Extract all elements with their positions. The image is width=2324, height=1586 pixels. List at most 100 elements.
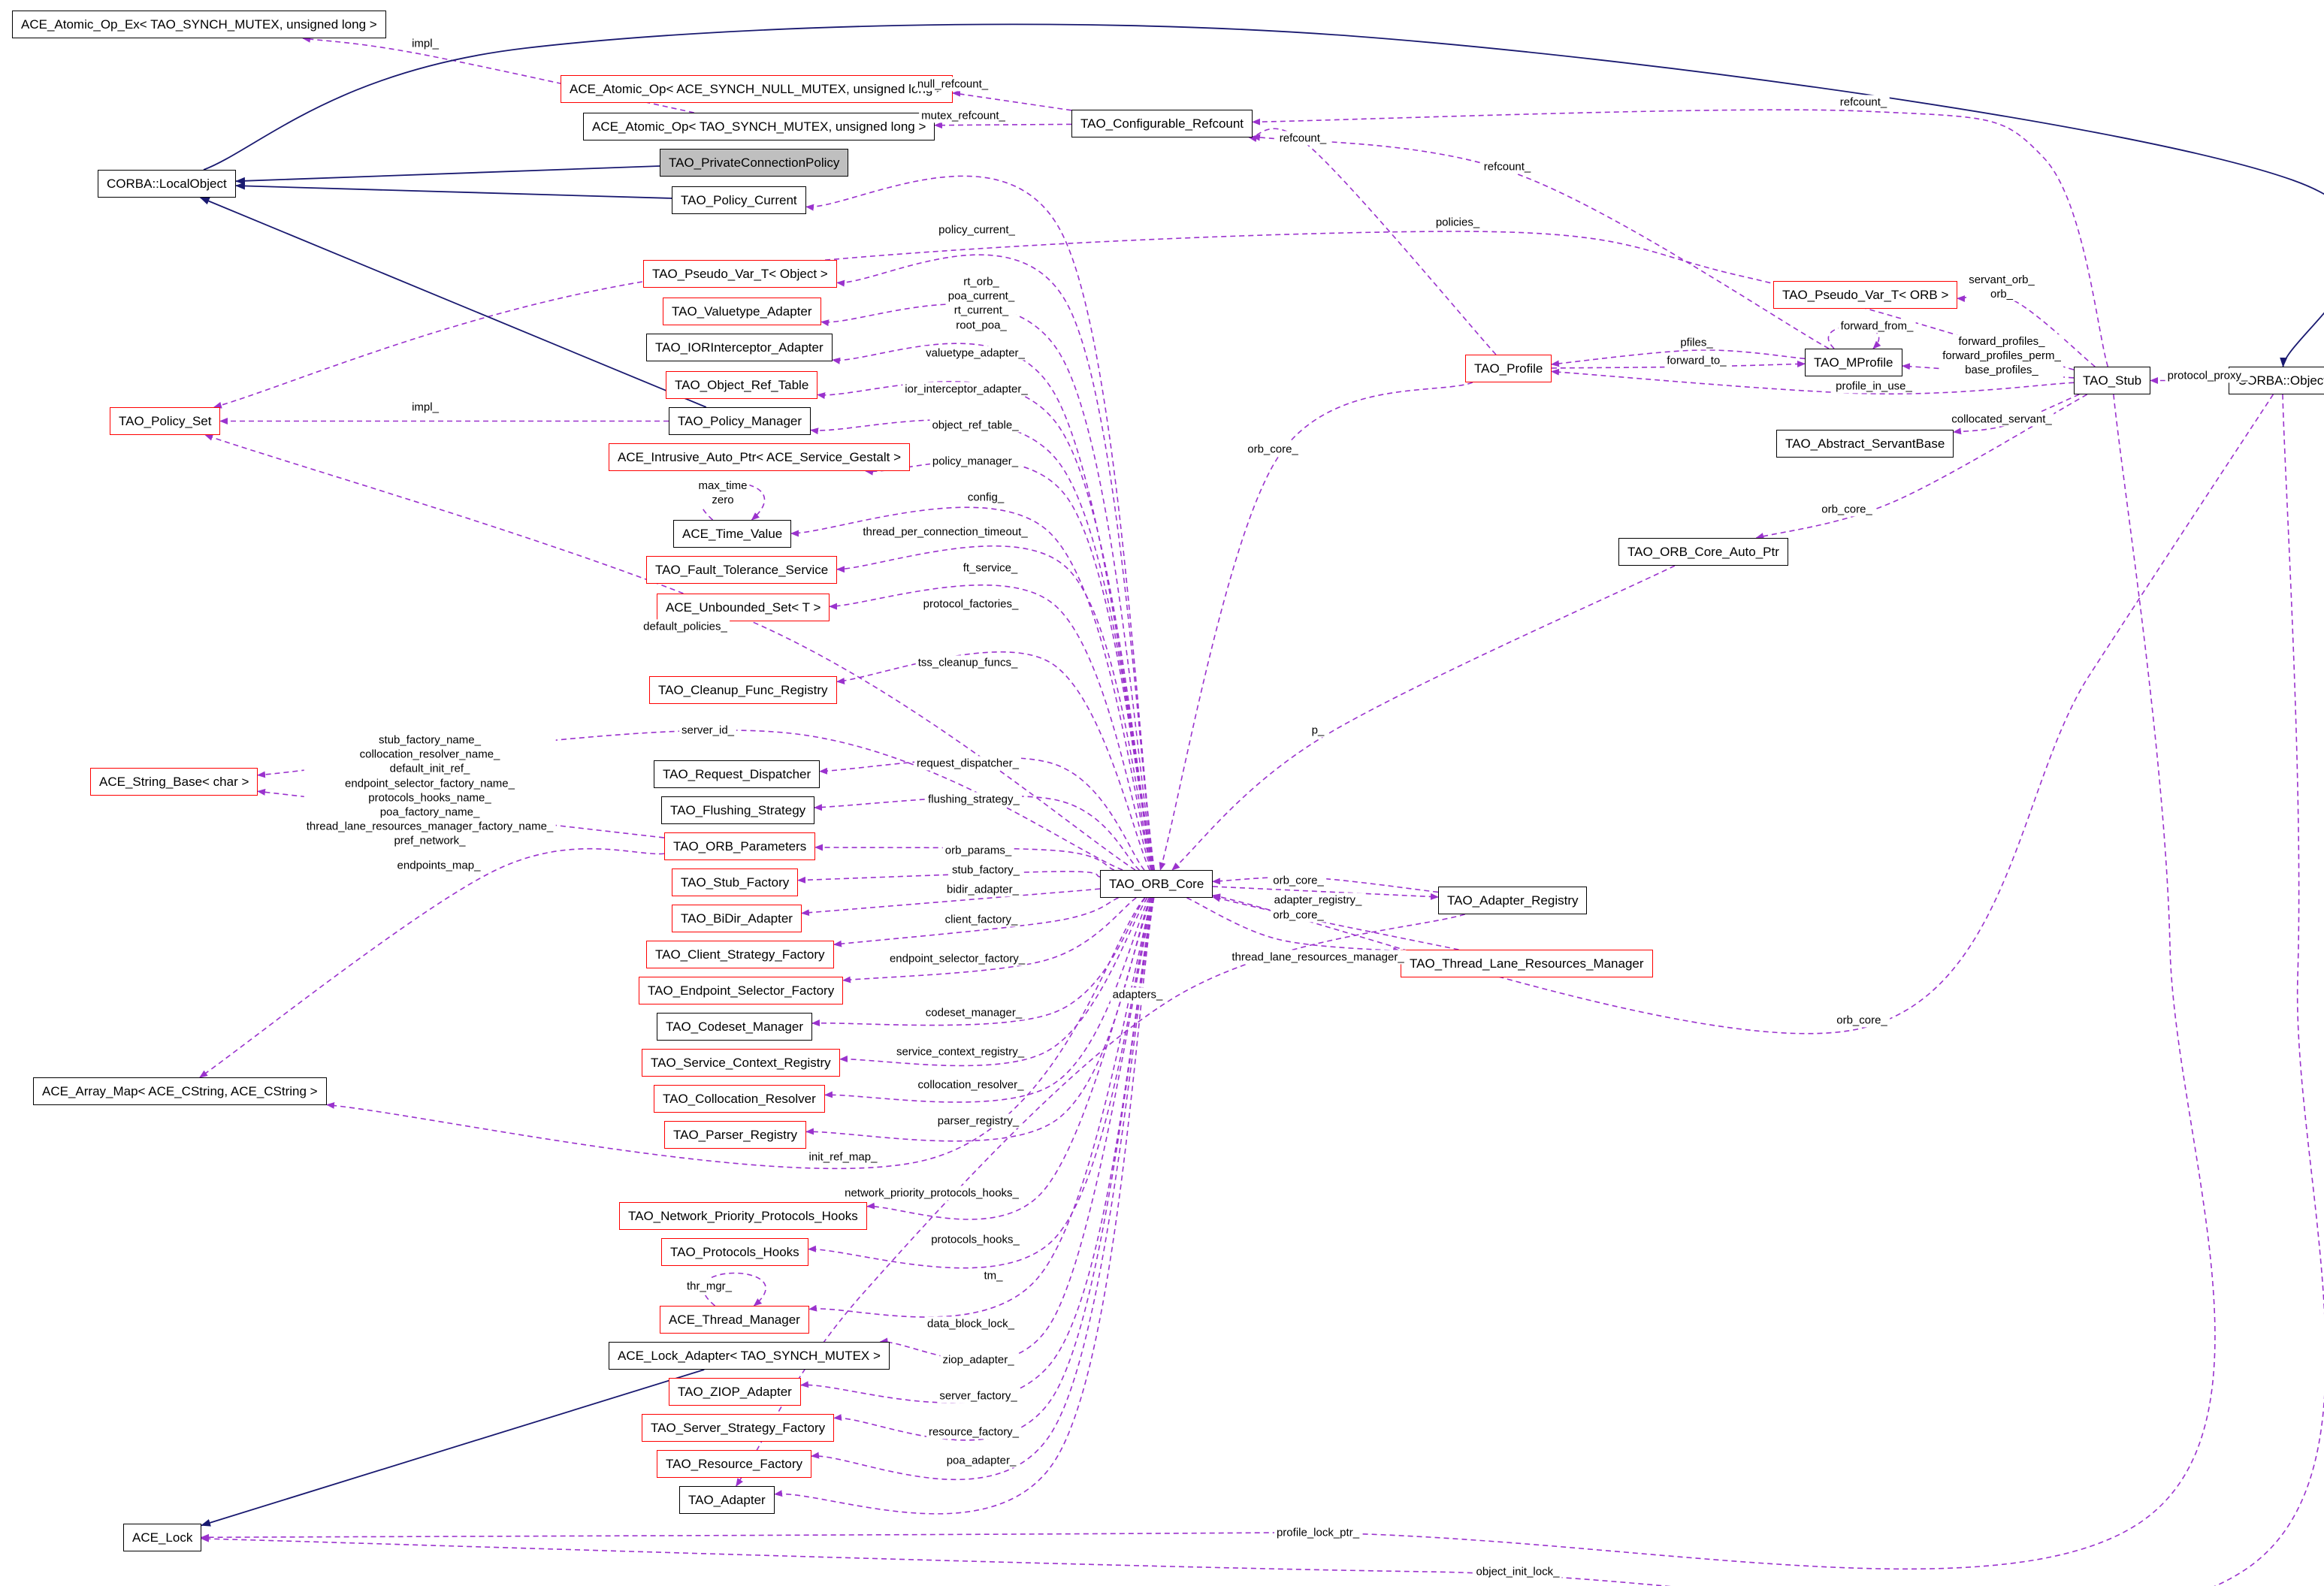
class-collocation-resolver[interactable]: TAO_Collocation_Resolver: [654, 1085, 825, 1113]
edge-label-time-value-self: max_time zero: [696, 478, 750, 508]
edge-label-network-priority-protocols-hooks: network_priority_protocols_hooks_: [842, 1186, 1021, 1201]
class-bidir-adapter[interactable]: TAO_BiDir_Adapter: [672, 905, 802, 932]
edge-label-forward-profiles: forward_profiles_ forward_profiles_perm_…: [1940, 334, 2063, 378]
edge-label-codeset-manager: codeset_manager_: [923, 1005, 1025, 1020]
class-adapter[interactable]: TAO_Adapter: [679, 1486, 775, 1514]
class-unbounded-set[interactable]: ACE_Unbounded_Set< T >: [657, 594, 830, 621]
class-time-value[interactable]: ACE_Time_Value: [673, 520, 792, 548]
edge-refcount-stub: [1252, 109, 2109, 367]
class-thread-manager[interactable]: ACE_Thread_Manager: [660, 1306, 809, 1334]
class-codeset-manager[interactable]: TAO_Codeset_Manager: [657, 1013, 813, 1041]
class-resource-factory[interactable]: TAO_Resource_Factory: [657, 1450, 812, 1478]
class-thread-lane-resources-manager[interactable]: TAO_Thread_Lane_Resources_Manager: [1401, 950, 1653, 977]
class-abstract-servant-base[interactable]: TAO_Abstract_ServantBase: [1776, 430, 1954, 458]
edge-thread-lane-resources-manager: [1186, 897, 1401, 954]
class-network-priority-hooks[interactable]: TAO_Network_Priority_Protocols_Hooks: [619, 1202, 867, 1230]
class-private-connection-policy[interactable]: TAO_PrivateConnectionPolicy: [660, 149, 849, 177]
class-policy-set[interactable]: TAO_Policy_Set: [110, 407, 221, 435]
class-mprofile[interactable]: TAO_MProfile: [1805, 349, 1902, 376]
edge-label-thread-lane-resources-manager: thread_lane_resources_manager_: [1229, 950, 1407, 965]
edge-protocols-hooks: [808, 897, 1153, 1269]
edge-label-profile-in-use: profile_in_use_: [1833, 379, 1915, 394]
edge-default-policies: [204, 434, 1136, 871]
class-object-ref-table[interactable]: TAO_Object_Ref_Table: [666, 371, 818, 399]
class-atomic-op-null[interactable]: ACE_Atomic_Op< ACE_SYNCH_NULL_MUTEX, uns…: [561, 75, 953, 103]
class-lock-adapter[interactable]: ACE_Lock_Adapter< TAO_SYNCH_MUTEX >: [609, 1342, 890, 1370]
edge-ft-service: [836, 545, 1153, 871]
class-orb-core-auto-ptr[interactable]: TAO_ORB_Core_Auto_Ptr: [1618, 538, 1788, 566]
edge-label-object-ref-table: object_ref_table_: [929, 418, 1021, 433]
edge-object-ref-table: [817, 381, 1154, 871]
class-stub[interactable]: TAO_Stub: [2074, 367, 2151, 394]
edge-collocated-servant: [1953, 394, 2080, 435]
edge-label-orb-params: orb_params_: [942, 843, 1014, 858]
class-flushing-strategy[interactable]: TAO_Flushing_Strategy: [661, 796, 815, 824]
class-fault-tolerance[interactable]: TAO_Fault_Tolerance_Service: [646, 556, 838, 584]
class-ior-interceptor-adapter[interactable]: TAO_IORInterceptor_Adapter: [646, 334, 833, 361]
edge-data-block-lock: [879, 897, 1154, 1362]
class-endpoint-selector-factory[interactable]: TAO_Endpoint_Selector_Factory: [639, 977, 844, 1004]
edge-orb-core-from-thread-lane: [1212, 895, 1459, 950]
edge-label-refcount-stub: refcount_: [1837, 95, 1890, 110]
class-cleanup-func-registry[interactable]: TAO_Cleanup_Func_Registry: [649, 676, 837, 704]
edge-orb-core-from-profile: [1159, 382, 1473, 871]
edge-label-null-refcount: null_refcount_: [914, 77, 991, 92]
class-request-dispatcher[interactable]: TAO_Request_Dispatcher: [654, 760, 821, 788]
class-orb-parameters[interactable]: TAO_ORB_Parameters: [664, 832, 816, 860]
class-ace-lock[interactable]: ACE_Lock: [123, 1524, 202, 1551]
class-pseudo-var-orb[interactable]: TAO_Pseudo_Var_T< ORB >: [1773, 281, 1958, 309]
class-atomic-op-sync[interactable]: ACE_Atomic_Op< TAO_SYNCH_MUTEX, unsigned…: [583, 113, 935, 140]
class-pseudo-var-object[interactable]: TAO_Pseudo_Var_T< Object >: [643, 260, 837, 288]
edge-label-server-factory: server_factory_: [937, 1388, 1020, 1403]
edge-label-tm: tm_: [981, 1268, 1005, 1283]
class-server-strategy-factory[interactable]: TAO_Server_Strategy_Factory: [642, 1414, 835, 1442]
edge-label-orb-core-stub-autoptr: orb_core_: [1819, 502, 1875, 517]
edge-label-impl-policy-set: impl_: [409, 400, 441, 415]
edge-endpoint-selector-factory: [842, 897, 1137, 983]
edge-label-profile-lock-ptr: profile_lock_ptr_: [1274, 1525, 1362, 1540]
class-policy-manager[interactable]: TAO_Policy_Manager: [669, 407, 811, 435]
edge-resource-factory: [811, 897, 1155, 1481]
edge-label-ior-interceptor-adapter: ior_interceptor_adapter_: [902, 382, 1030, 397]
edge-label-flushing-strategy: flushing_strategy_: [926, 792, 1022, 807]
class-configurable-refcount[interactable]: TAO_Configurable_Refcount: [1071, 110, 1253, 137]
class-parser-registry[interactable]: TAO_Parser_Registry: [664, 1121, 807, 1149]
edge-request-dispatcher: [819, 757, 1145, 871]
class-string-base[interactable]: ACE_String_Base< char >: [90, 768, 258, 796]
edge-inherit-private-connection-policy: [235, 165, 660, 185]
class-orb-core[interactable]: TAO_ORB_Core: [1100, 870, 1213, 898]
edge-label-thr-mgr-self: thr_mgr_: [684, 1279, 735, 1294]
edge-adapters: [736, 914, 1465, 1487]
class-service-context-registry[interactable]: TAO_Service_Context_Registry: [642, 1049, 840, 1077]
class-intrusive-auto-ptr[interactable]: ACE_Intrusive_Auto_Ptr< ACE_Service_Gest…: [609, 443, 911, 471]
edge-mutex-refcount: [934, 122, 1072, 129]
class-local-object[interactable]: CORBA::LocalObject: [98, 170, 236, 198]
edge-rt-orb: [836, 254, 1155, 871]
class-ziop-adapter[interactable]: TAO_ZIOP_Adapter: [669, 1378, 801, 1406]
class-valuetype-adapter[interactable]: TAO_Valuetype_Adapter: [663, 298, 821, 325]
class-atomic-op-ex[interactable]: ACE_Atomic_Op_Ex< TAO_SYNCH_MUTEX, unsig…: [12, 11, 386, 38]
edge-tss-cleanup-funcs: [836, 651, 1150, 871]
class-profile[interactable]: TAO_Profile: [1465, 355, 1552, 382]
class-policy-current[interactable]: TAO_Policy_Current: [672, 186, 806, 214]
edge-label-orb-core-from-profile: orb_core_: [1245, 442, 1301, 457]
edge-collocation-resolver: [824, 897, 1150, 1103]
edge-label-forward-from: forward_from_: [1838, 319, 1916, 334]
edge-refcount-profile: [1248, 128, 1497, 355]
edge-ior-interceptor-adapter: [832, 343, 1154, 871]
edge-label-default-policies: default_policies_: [641, 619, 730, 634]
class-adapter-registry[interactable]: TAO_Adapter_Registry: [1438, 887, 1588, 914]
edge-p: [1171, 565, 1676, 871]
edge-label-endpoint-selector-factory: endpoint_selector_factory_: [887, 951, 1028, 966]
edge-label-policies: policies_: [1433, 215, 1482, 230]
class-client-strategy-factory[interactable]: TAO_Client_Strategy_Factory: [646, 941, 834, 968]
edge-inherit-local-object: [203, 23, 2324, 367]
edge-label-servant-orb: servant_orb_ orb_: [1966, 272, 2037, 302]
edge-label-tss-cleanup-funcs: tss_cleanup_funcs_: [915, 655, 1020, 670]
class-array-map[interactable]: ACE_Array_Map< ACE_CString, ACE_CString …: [33, 1077, 327, 1105]
edge-label-impl-atomic: impl_: [409, 36, 441, 51]
edge-flushing-strategy: [814, 795, 1140, 871]
class-protocols-hooks[interactable]: TAO_Protocols_Hooks: [661, 1238, 808, 1266]
class-stub-factory[interactable]: TAO_Stub_Factory: [672, 869, 799, 896]
